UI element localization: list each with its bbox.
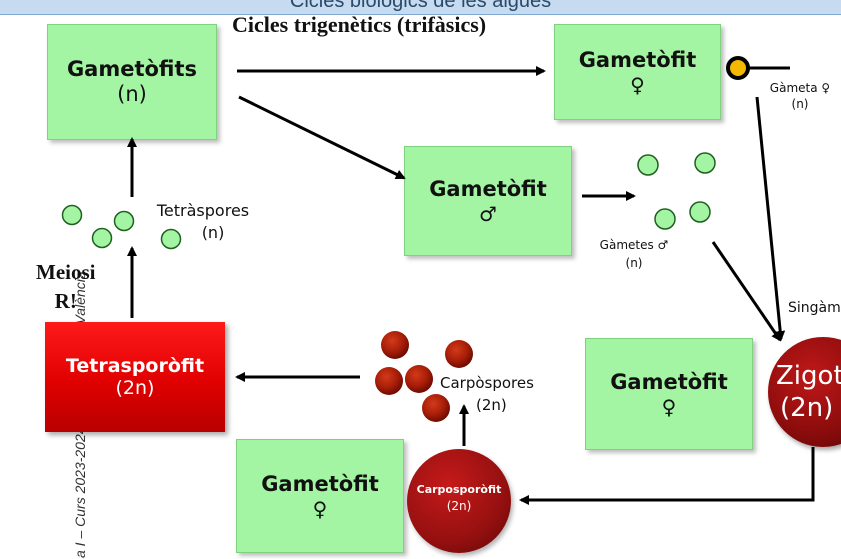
gameta-female-text: Gàmeta ♀ xyxy=(769,81,831,95)
singamia-label: Singàm xyxy=(788,300,841,316)
carposporofit-ploidy: (2n) xyxy=(446,499,472,513)
gametes-male-text: Gàmetes ♂ xyxy=(599,238,669,252)
diagram-title: Cicles trigenètics (trifàsics) xyxy=(232,12,487,37)
gametes-male-ploidy: (n) xyxy=(625,256,643,270)
female-symbol-icon: ♀ xyxy=(312,496,328,521)
slide-header-bar: Cicles biològics de les algues xyxy=(0,0,841,15)
carpospore-icon xyxy=(445,340,473,368)
gametofit-female-top-box: Gametòfit ♀ xyxy=(554,24,721,120)
tetraspores-label: Tetràspores (n) xyxy=(148,200,258,244)
female-gamete-icon xyxy=(726,56,750,80)
gametofit-male-box: Gametòfit ♂ xyxy=(404,146,572,256)
gametofits-ploidy: (n) xyxy=(117,82,147,106)
gametofit-female-mid-box: Gametòfit ♀ xyxy=(585,338,753,450)
female-symbol-icon: ♀ xyxy=(661,394,677,419)
arrow-male-gametes-to-zygote xyxy=(711,241,782,342)
zygote-name: Zigot xyxy=(776,361,841,391)
arrow-gametofits-to-male xyxy=(238,95,406,180)
carpospore-icon xyxy=(375,367,403,395)
tetraspore-icon xyxy=(61,204,83,226)
tetrasporofit-box: Tetrasporòfit (2n) xyxy=(45,322,225,432)
gametofit-female-bottom-box: Gametòfit ♀ xyxy=(236,439,404,553)
tetraspores-ploidy: (n) xyxy=(201,223,225,242)
tetraspore-icon xyxy=(91,227,113,249)
gametofit-male-title: Gametòfit xyxy=(429,177,547,202)
carpospores-ploidy: (2n) xyxy=(476,396,507,414)
gameta-female-ploidy: (n) xyxy=(791,97,809,111)
meiosi-text: Meiosi xyxy=(36,260,96,284)
gametofit-female-mid-title: Gametòfit xyxy=(610,370,728,395)
male-gamete-icon xyxy=(689,201,711,223)
carposporofit-circle: Carposporòfit (2n) xyxy=(407,449,511,553)
carpospores-text: Carpòspores xyxy=(440,374,534,392)
male-gamete-icon xyxy=(637,154,659,176)
male-gamete-icon xyxy=(694,152,716,174)
gametofits-box: Gametòfits (n) xyxy=(47,24,217,140)
arrow-female-gamete-to-zygote xyxy=(755,96,786,341)
gametofit-female-bottom-title: Gametòfit xyxy=(261,472,379,497)
tetrasporofit-ploidy: (2n) xyxy=(115,377,155,399)
gametes-male-label: Gàmetes ♂ (n) xyxy=(594,236,674,272)
male-symbol-icon: ♂ xyxy=(479,201,497,226)
zygote-ploidy: (2n) xyxy=(780,393,834,423)
gameta-female-label: Gàmeta ♀ (n) xyxy=(750,80,841,112)
male-gamete-icon xyxy=(654,208,676,230)
tetraspores-text: Tetràspores xyxy=(156,201,250,220)
slide-header-text: Cicles biològics de les algues xyxy=(289,0,552,12)
tetraspore-icon xyxy=(113,210,135,232)
gametofits-title: Gametòfits xyxy=(66,56,198,81)
r-text: R! xyxy=(54,289,77,313)
carpospores-label: Carpòspores (2n) xyxy=(440,372,550,416)
carposporofit-name: Carposporòfit xyxy=(416,483,502,496)
female-symbol-icon: ♀ xyxy=(630,72,645,97)
meiosi-label: Meiosi R! xyxy=(36,258,95,316)
gametofit-female-top-title: Gametòfit xyxy=(578,48,697,73)
carpospore-icon xyxy=(422,394,450,422)
arrow-zygote-to-carposporofit xyxy=(519,447,815,505)
tetrasporofit-title: Tetrasporòfit xyxy=(65,355,205,377)
carpospore-icon xyxy=(381,331,409,359)
tetraspore-icon xyxy=(160,228,182,250)
carpospore-icon xyxy=(405,365,433,393)
